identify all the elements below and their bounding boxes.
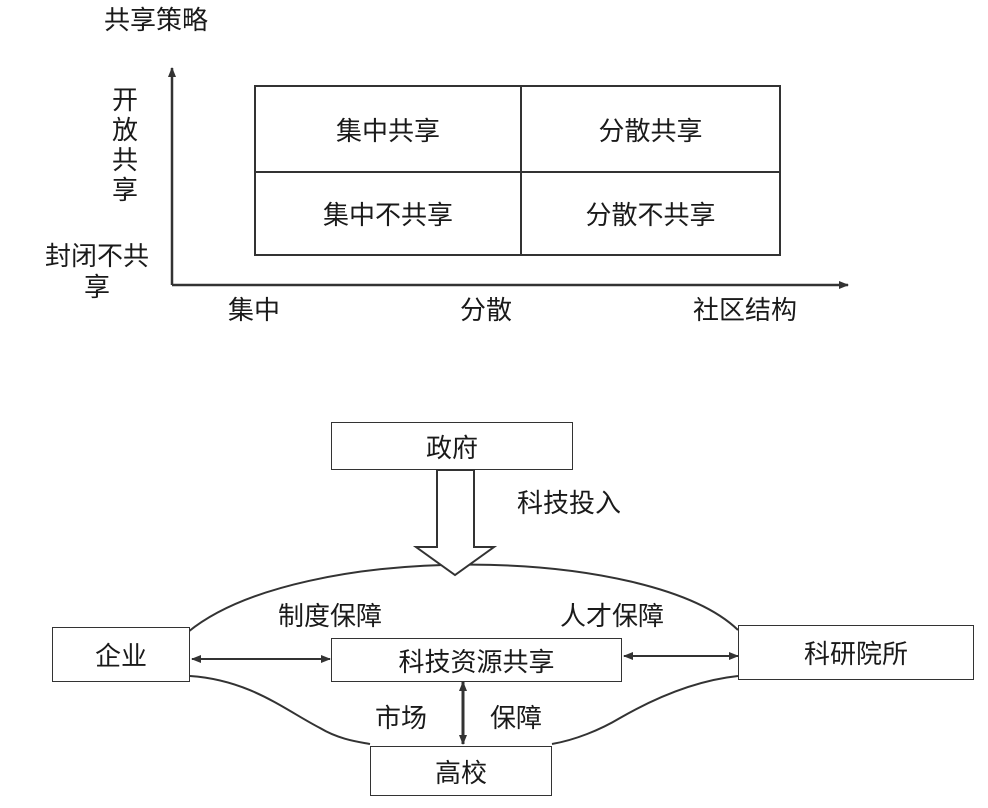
- x-label-centralized: 集中: [228, 296, 281, 326]
- cell-centralized-shared: 集中共享: [335, 116, 440, 147]
- y-label-open: 开放共享: [111, 86, 138, 206]
- government-box[interactable]: 政府: [331, 422, 573, 470]
- cell-centralized-not-shared: 集中不共享: [322, 201, 453, 231]
- cell-dispersed-not-shared: 分散不共享: [585, 201, 716, 231]
- market-label: 市场: [375, 704, 428, 734]
- university-box[interactable]: 高校: [370, 746, 552, 796]
- institute-box[interactable]: 科研院所: [738, 625, 974, 680]
- matrix-grid: [254, 85, 781, 256]
- environment-bottom-curve: [189, 675, 739, 745]
- talent-guarantee-label: 人才保障: [560, 602, 665, 632]
- guarantee-label: 保障: [490, 704, 543, 734]
- institution-guarantee-label: 制度保障: [278, 602, 383, 632]
- enterprise-box[interactable]: 企业: [52, 627, 190, 682]
- environment-top-arc: [187, 563, 739, 633]
- investment-arrow: [412, 469, 498, 577]
- investment-label: 科技投入: [517, 489, 622, 519]
- y-label-closed: 封闭不共享: [44, 242, 149, 303]
- x-label-community-structure: 社区结构: [693, 296, 798, 326]
- core-box[interactable]: 科技资源共享: [331, 638, 622, 682]
- y-axis-title: 共享策略: [104, 6, 209, 36]
- cell-dispersed-shared: 分散共享: [598, 116, 703, 147]
- x-label-dispersed: 分散: [460, 296, 513, 326]
